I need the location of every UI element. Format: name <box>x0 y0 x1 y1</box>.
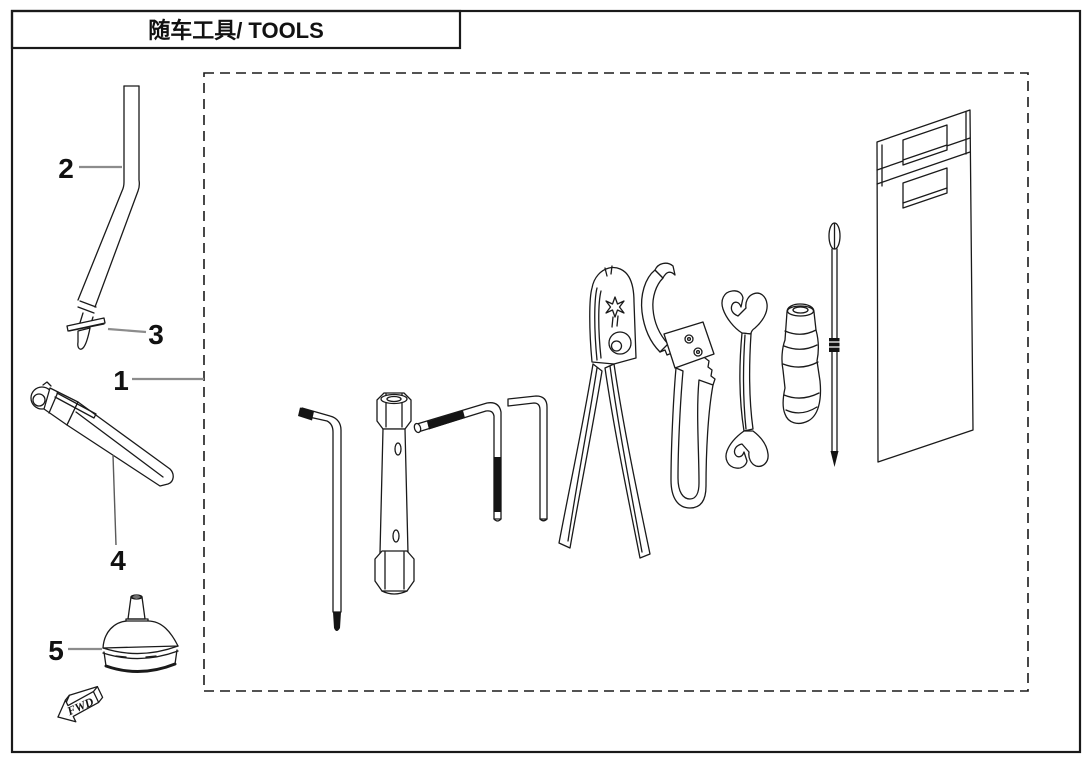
grip-handle-icon <box>781 303 822 425</box>
tire-gauge-pen-icon <box>30 381 174 487</box>
funnel-icon <box>102 594 179 674</box>
callout-1-number: 1 <box>113 365 129 396</box>
pliers-icon <box>558 265 651 559</box>
open-end-wrench-icon <box>721 290 769 469</box>
hex-key-long-icon <box>298 407 342 631</box>
callout-1: 1 <box>113 365 204 396</box>
spark-plug-wrench-icon <box>374 392 415 595</box>
callout-5-number: 5 <box>48 635 64 666</box>
callout-3: 3 <box>107 319 164 350</box>
fwd-arrow-icon: FWD <box>57 685 104 723</box>
callout-2: 2 <box>58 153 122 184</box>
page-title: 随车工具/ TOOLS <box>148 18 324 43</box>
callout-3-number: 3 <box>148 319 164 350</box>
callout-5: 5 <box>48 635 102 666</box>
callout-2-number: 2 <box>58 153 74 184</box>
hex-key-small-icon <box>507 395 548 522</box>
hook-spanner-icon <box>640 262 716 509</box>
screwdriver-blade-icon <box>828 222 841 467</box>
page-border <box>10 9 1082 754</box>
bent-rod-icon <box>66 85 140 350</box>
callout-4: 4 <box>110 454 126 576</box>
title-box: 随车工具/ TOOLS <box>10 9 462 50</box>
callout-4-number: 4 <box>110 545 126 576</box>
rod-tip-adapter <box>66 317 106 332</box>
title-box-border <box>10 9 462 50</box>
tool-pouch-icon <box>876 109 974 463</box>
t-handle-driver-icon <box>413 402 502 522</box>
